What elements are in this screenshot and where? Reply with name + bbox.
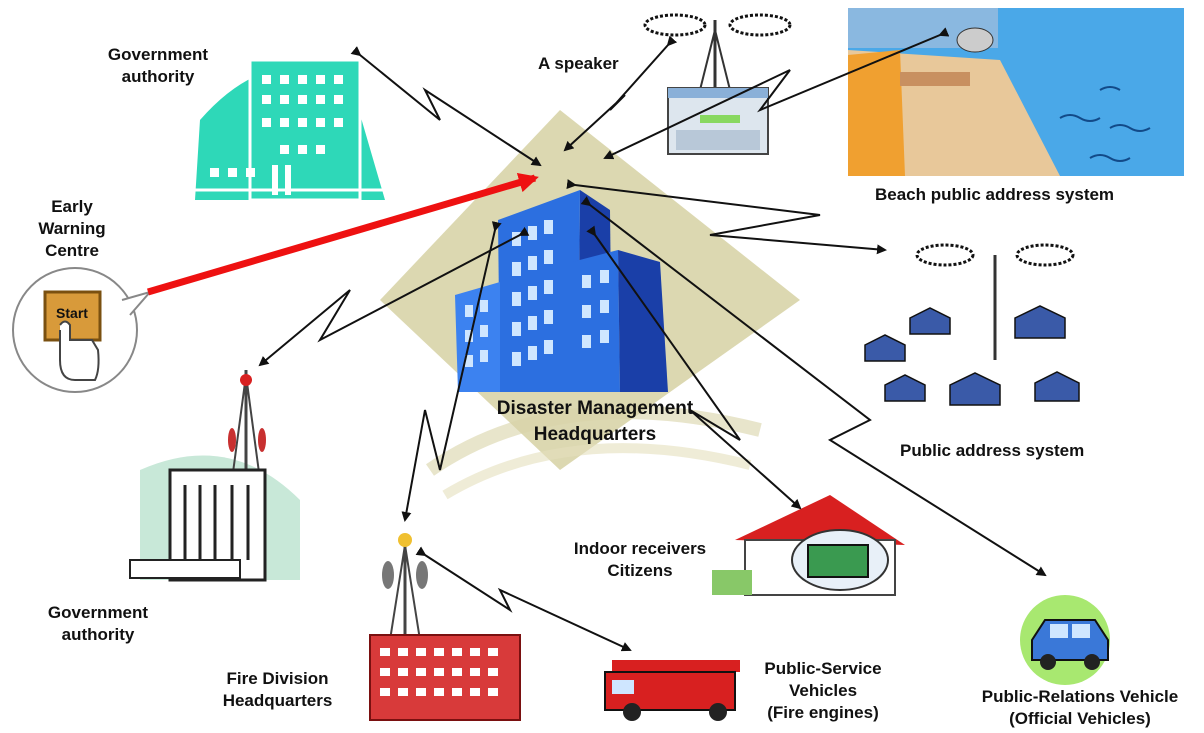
alert-arrow xyxy=(147,172,539,296)
link-indoor xyxy=(586,225,802,510)
fire-engine-illustration xyxy=(604,660,740,721)
speaker-tower-illustration xyxy=(643,13,792,155)
early-warning-illustration xyxy=(12,267,153,393)
link-beach xyxy=(603,27,950,160)
link-gov-top xyxy=(350,46,542,167)
label-public-address: Public address system xyxy=(900,441,1085,460)
fire-division-illustration xyxy=(369,533,521,721)
connector-arrows xyxy=(258,27,1047,652)
gov-top-illustration xyxy=(195,58,385,202)
public-address-illustration xyxy=(864,243,1080,406)
label-pr-vehicle: Public-Relations Vehicle(Official Vehicl… xyxy=(981,687,1179,728)
label-speaker: A speaker xyxy=(538,54,619,73)
link-fire-engine xyxy=(415,546,632,652)
gov-bottom-illustration xyxy=(129,370,300,582)
pr-vehicle-illustration xyxy=(1020,595,1110,685)
link-fire-division xyxy=(401,221,502,522)
start-button-label: Start xyxy=(56,305,88,321)
label-beach: Beach public address system xyxy=(875,185,1115,204)
indoor-receiver-illustration xyxy=(712,495,905,596)
beach-illustration xyxy=(848,8,1184,176)
